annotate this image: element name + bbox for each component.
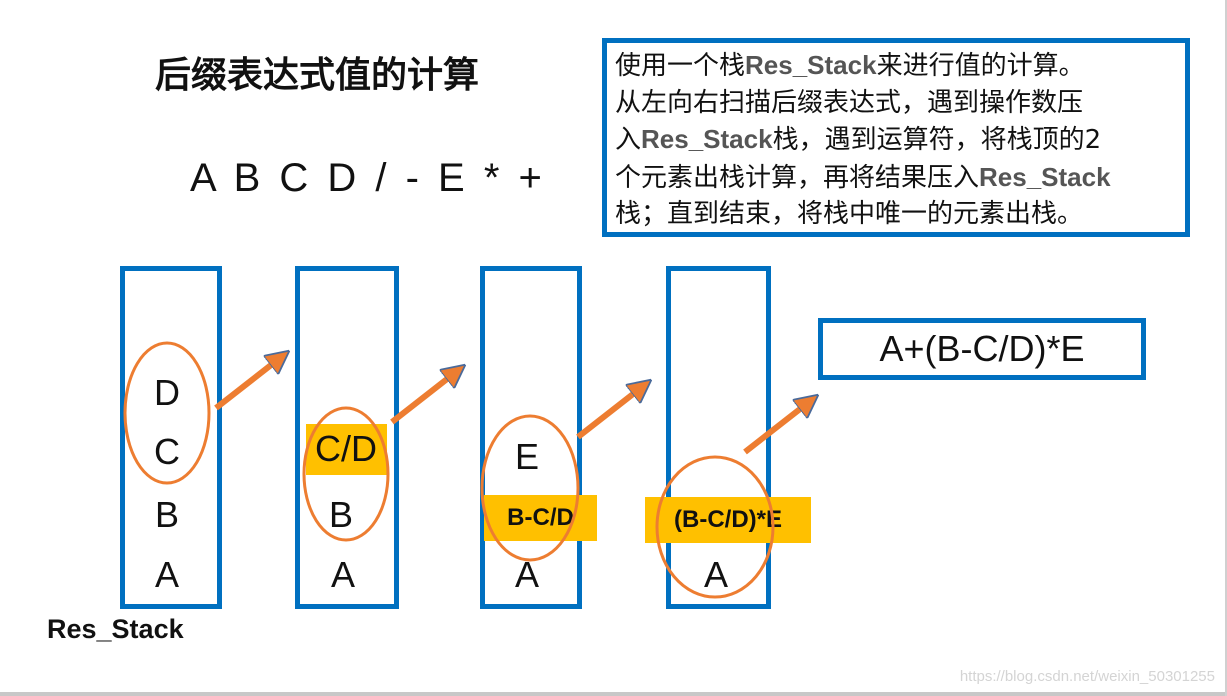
stack-1	[120, 266, 222, 609]
result-box: A+(B-C/D)*E	[818, 318, 1146, 380]
arrow-icon	[390, 372, 456, 425]
highlight	[306, 424, 387, 475]
ellipse-highlight	[302, 406, 390, 542]
arrow-icon	[214, 358, 280, 411]
arrow-icon	[743, 402, 809, 455]
stack-item: E	[514, 436, 539, 477]
text: 栈，遇到运算符，将栈顶的2	[772, 125, 1102, 155]
description-line: 入Res_Stack栈，遇到运算符，将栈顶的2	[615, 121, 1177, 159]
stack-4	[666, 266, 771, 609]
stack-item: B	[154, 494, 179, 535]
text: 个元素出栈计算，再将结果压入	[615, 162, 980, 193]
stack-name: Res_Stack	[745, 50, 877, 80]
text: 入	[615, 125, 642, 155]
text: 从左向右扫描后缀表达式，遇到操作数压	[615, 87, 1084, 118]
stack-item: A	[154, 554, 179, 595]
stack-item: D	[154, 372, 180, 413]
stack-item-highlighted: (B-C/D)*E	[645, 497, 811, 543]
stack-name: Res_Stack	[979, 161, 1111, 192]
bottom-divider	[0, 692, 1225, 696]
text: 栈；直到结束，将栈中唯一的元素出栈。	[615, 199, 1084, 229]
description-box: 使用一个栈Res_Stack来进行值的计算。 从左向右扫描后缀表达式，遇到操作数…	[602, 38, 1190, 237]
arrow-icon	[576, 387, 642, 440]
ellipse-highlight	[655, 455, 775, 599]
stack-item-highlighted: B-C/D	[484, 495, 597, 541]
description-line: 个元素出栈计算，再将结果压入Res_Stack	[615, 159, 1177, 197]
ellipse-highlight	[480, 414, 580, 562]
description-line: 使用一个栈Res_Stack来进行值的计算。	[615, 47, 1177, 85]
watermark: https://blog.csdn.net/weixin_50301255	[959, 668, 1215, 685]
stack-name: Res_Stack	[641, 124, 773, 154]
ellipse-highlight	[123, 341, 211, 485]
stack-item: C	[154, 431, 180, 472]
text: 使用一个栈	[615, 51, 746, 81]
slide-title: 后缀表达式值的计算	[155, 55, 480, 96]
stack-item: C/D	[315, 428, 377, 469]
stack-label: Res_Stack	[47, 614, 184, 644]
description-line: 从左向右扫描后缀表达式，遇到操作数压	[615, 85, 1177, 122]
postfix-expression: A B C D / - E * +	[190, 156, 544, 200]
text: 来进行值的计算。	[876, 51, 1085, 81]
stack-item: A	[330, 554, 355, 595]
stack-item: A	[703, 554, 728, 595]
stack-item: B	[328, 494, 353, 535]
stack-2	[295, 266, 399, 609]
description-line: 栈；直到结束，将栈中唯一的元素出栈。	[615, 196, 1177, 233]
